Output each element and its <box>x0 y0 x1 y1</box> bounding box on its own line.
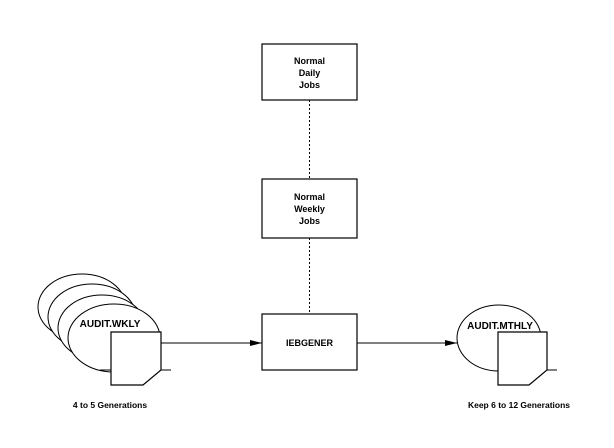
iebgener-label: IEBGENER <box>286 338 334 348</box>
audit-wkly-label: AUDIT.WKLY <box>80 319 141 330</box>
daily-jobs-line-3: Jobs <box>299 80 320 90</box>
iebgener-box: IEBGENER <box>261 313 358 371</box>
weekly-jobs-line-2: Weekly <box>294 204 325 214</box>
weekly-jobs-line-3: Jobs <box>299 216 320 226</box>
audit-wkly-dataset: AUDIT.WKLY <box>37 273 171 386</box>
audit-mthly-label: AUDIT.MTHLY <box>467 321 533 332</box>
daily-jobs-line-2: Daily <box>299 68 321 78</box>
tape-symbol-icon <box>110 331 162 386</box>
daily-jobs-box: Normal Daily Jobs <box>261 43 358 101</box>
audit-mthly-caption: Keep 6 to 12 Generations <box>468 400 570 410</box>
audit-mthly-dataset: AUDIT.MTHLY <box>456 304 557 386</box>
daily-jobs-line-1: Normal <box>294 56 325 66</box>
weekly-jobs-line-1: Normal <box>294 192 325 202</box>
audit-wkly-caption: 4 to 5 Generations <box>73 400 147 410</box>
tape-symbol-icon <box>497 331 548 386</box>
weekly-jobs-box: Normal Weekly Jobs <box>261 178 358 239</box>
